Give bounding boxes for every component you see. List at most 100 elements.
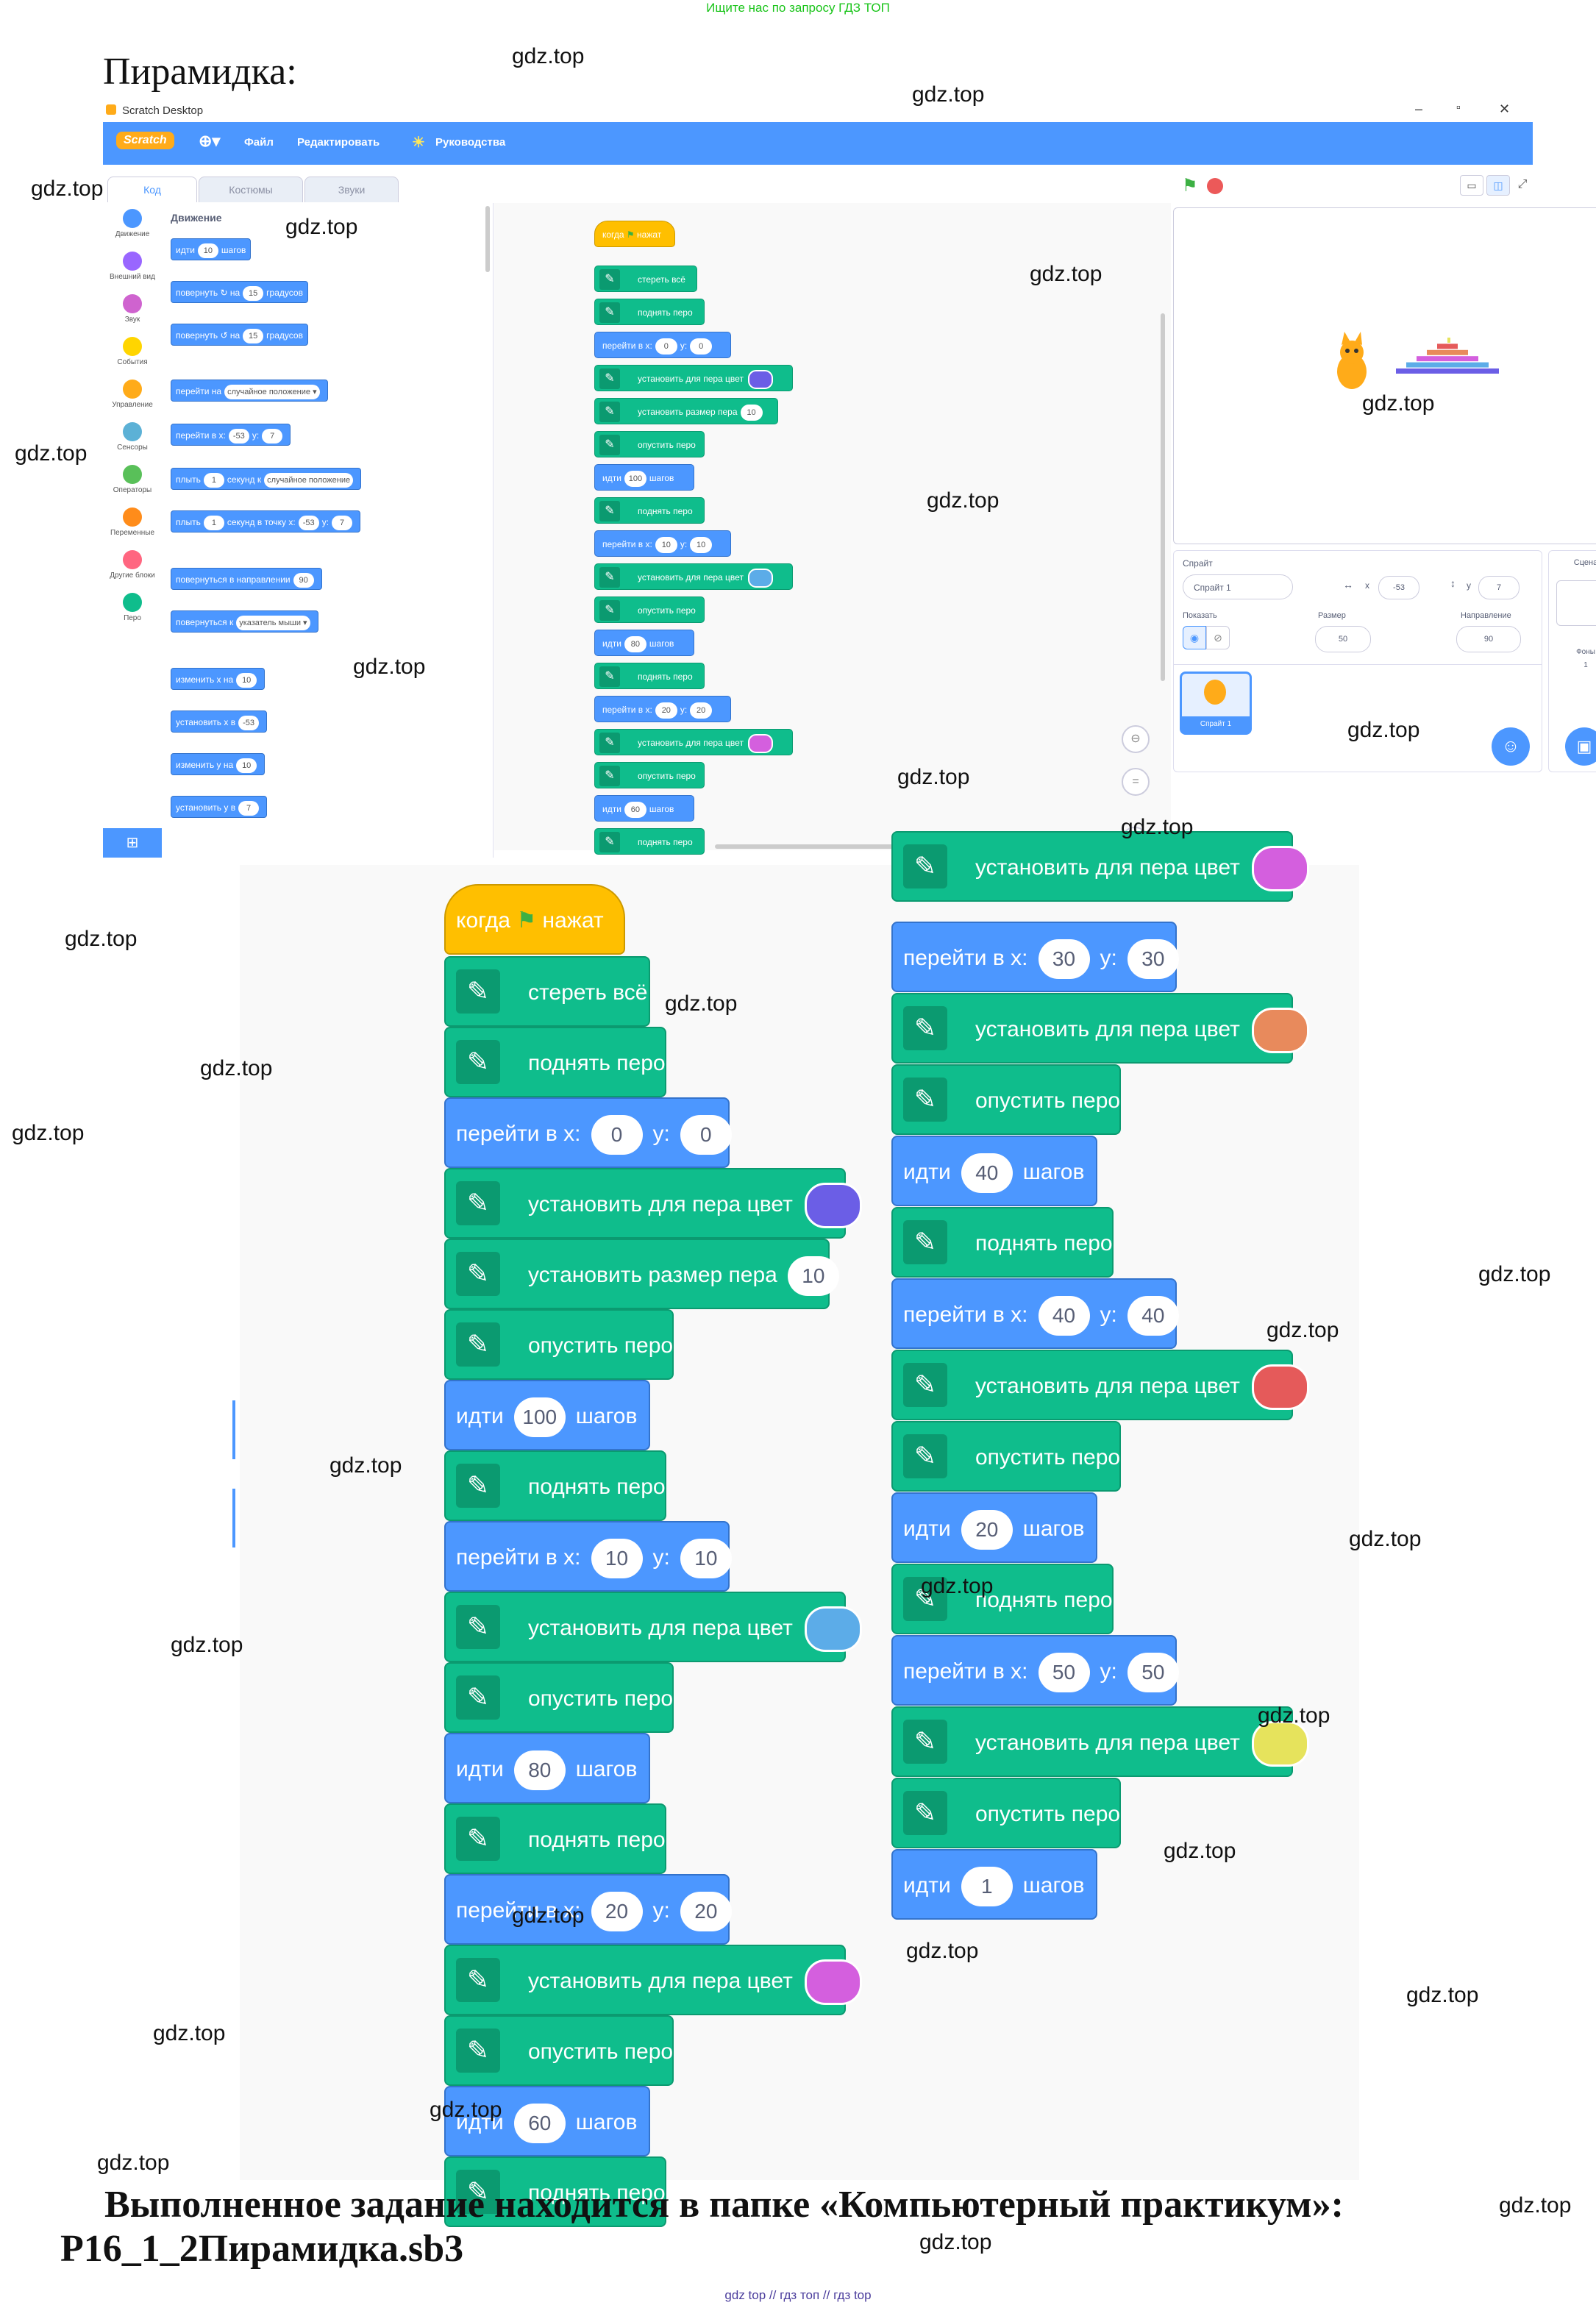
zoom-out-button[interactable]: ⊖ <box>1122 725 1150 753</box>
steps-input[interactable]: 20 <box>961 1510 1013 1550</box>
green-flag-icon[interactable]: ⚑ <box>1182 176 1198 196</box>
cat-sprite[interactable] <box>1337 332 1367 389</box>
category-8[interactable]: Другие блоки <box>103 550 162 580</box>
script-block-clear[interactable]: ✎стереть всё <box>594 266 697 292</box>
color-swatch[interactable] <box>1251 1721 1309 1767</box>
category-9[interactable]: Перо <box>103 593 162 622</box>
script-block-pen_down[interactable]: ✎опустить перо <box>444 1662 674 1733</box>
number-input[interactable]: 10 <box>236 673 257 688</box>
add-sprite-icon[interactable]: ☺ <box>1492 727 1530 766</box>
number-input[interactable]: 90 <box>293 573 314 588</box>
script-block-pen_up[interactable]: ✎поднять перо <box>594 497 705 524</box>
script-block-pen_down[interactable]: ✎опустить перо <box>891 1064 1121 1135</box>
stop-icon[interactable] <box>1207 178 1223 194</box>
color-swatch[interactable] <box>1251 846 1309 892</box>
number-input[interactable]: -53 <box>238 716 260 730</box>
script-block-color[interactable]: ✎установить для пера цвет <box>594 365 793 391</box>
direction-input[interactable]: 90 <box>1456 626 1521 652</box>
y-input[interactable]: 0 <box>680 1115 732 1155</box>
x-input[interactable]: 30 <box>1038 939 1090 980</box>
stage-thumbnail[interactable] <box>1556 580 1596 626</box>
large-stage-icon[interactable]: ◫ <box>1486 175 1510 196</box>
number-input[interactable]: 10 <box>236 758 257 773</box>
number-input[interactable]: случайное положение ▾ <box>224 385 320 399</box>
x-input[interactable]: 10 <box>655 537 677 553</box>
script-block-color[interactable]: ✎установить для пера цвет <box>594 563 793 590</box>
y-input[interactable]: 30 <box>1127 939 1179 980</box>
number-input[interactable]: 10 <box>197 243 218 258</box>
x-input[interactable]: 0 <box>591 1115 643 1155</box>
script-block-pen_down[interactable]: ✎опустить перо <box>594 596 705 623</box>
script-block-pen_up[interactable]: ✎поднять перо <box>594 828 705 855</box>
tab-code[interactable]: Код <box>107 177 197 202</box>
script-block-pen_up[interactable]: ✎поднять перо <box>594 663 705 689</box>
steps-input[interactable]: 1 <box>961 1867 1013 1907</box>
script-block-color[interactable]: ✎установить для пера цвет <box>891 1706 1309 1777</box>
number-input[interactable]: указатель мыши ▾ <box>236 616 310 630</box>
color-swatch[interactable] <box>1251 1364 1309 1411</box>
tab-costumes[interactable]: Костюмы <box>199 177 303 202</box>
size-input[interactable]: 10 <box>740 405 763 421</box>
globe-icon[interactable]: ⊕▾ <box>199 132 221 150</box>
palette-scrollbar[interactable] <box>485 206 490 272</box>
number-input[interactable]: 7 <box>238 801 260 816</box>
color-swatch[interactable] <box>1251 1008 1309 1054</box>
script-block-pen_down[interactable]: ✎опустить перо <box>594 431 705 457</box>
x-input[interactable]: -53 <box>1378 576 1419 599</box>
x-input[interactable]: 20 <box>655 702 677 719</box>
script-block-pen_down[interactable]: ✎опустить перо <box>444 1309 674 1380</box>
script-block-color[interactable]: ✎установить для пера цвет <box>444 1168 862 1239</box>
category-1[interactable]: Внешний вид <box>103 252 162 281</box>
sprite-thumbnail[interactable]: Спрайт 1 <box>1180 672 1252 735</box>
number-input[interactable]: случайное положение <box>264 473 354 488</box>
script-block-pen_up[interactable]: ✎поднять перо <box>594 299 705 325</box>
script-block-hat[interactable]: когда ⚑ нажат <box>594 221 675 247</box>
stage-selector[interactable]: Сцена Фоны 1 ▣ <box>1548 550 1596 772</box>
number-input[interactable]: 15 <box>243 329 264 343</box>
category-2[interactable]: Звук <box>103 294 162 324</box>
script-block-pen_down[interactable]: ✎опустить перо <box>444 2015 674 2086</box>
color-swatch[interactable] <box>804 1959 862 2006</box>
script-block-pen_down[interactable]: ✎опустить перо <box>891 1778 1121 1848</box>
number-input[interactable]: -53 <box>298 516 319 530</box>
category-5[interactable]: Сенсоры <box>103 422 162 452</box>
sprite-name-input[interactable]: Спрайт 1 <box>1183 574 1293 599</box>
script-block-pen_up[interactable]: ✎поднять перо <box>444 1027 666 1097</box>
y-input[interactable]: 20 <box>680 1892 732 1932</box>
number-input[interactable]: 15 <box>243 286 264 301</box>
category-4[interactable]: Управление <box>103 380 162 409</box>
script-block-pen_up[interactable]: ✎поднять перо <box>444 1803 666 1874</box>
minimize-icon[interactable]: – <box>1415 101 1423 116</box>
number-input[interactable]: 1 <box>203 473 224 488</box>
add-extension-icon[interactable]: ⊞ <box>103 828 162 858</box>
palette-block[interactable]: установить x в-53 <box>171 710 268 733</box>
menu-file[interactable]: Файл <box>244 136 274 149</box>
script-block-color[interactable]: ✎установить для пера цвет <box>444 1945 862 2015</box>
script-block-color[interactable]: ✎установить для пера цвет <box>594 729 793 755</box>
close-icon[interactable]: ✕ <box>1499 101 1511 116</box>
y-input[interactable]: 40 <box>1127 1296 1179 1336</box>
steps-input[interactable]: 80 <box>513 1750 566 1791</box>
small-stage-icon[interactable]: ▭ <box>1460 175 1483 196</box>
x-input[interactable]: 20 <box>591 1892 643 1932</box>
menu-tutorials[interactable]: Руководства <box>435 136 506 149</box>
